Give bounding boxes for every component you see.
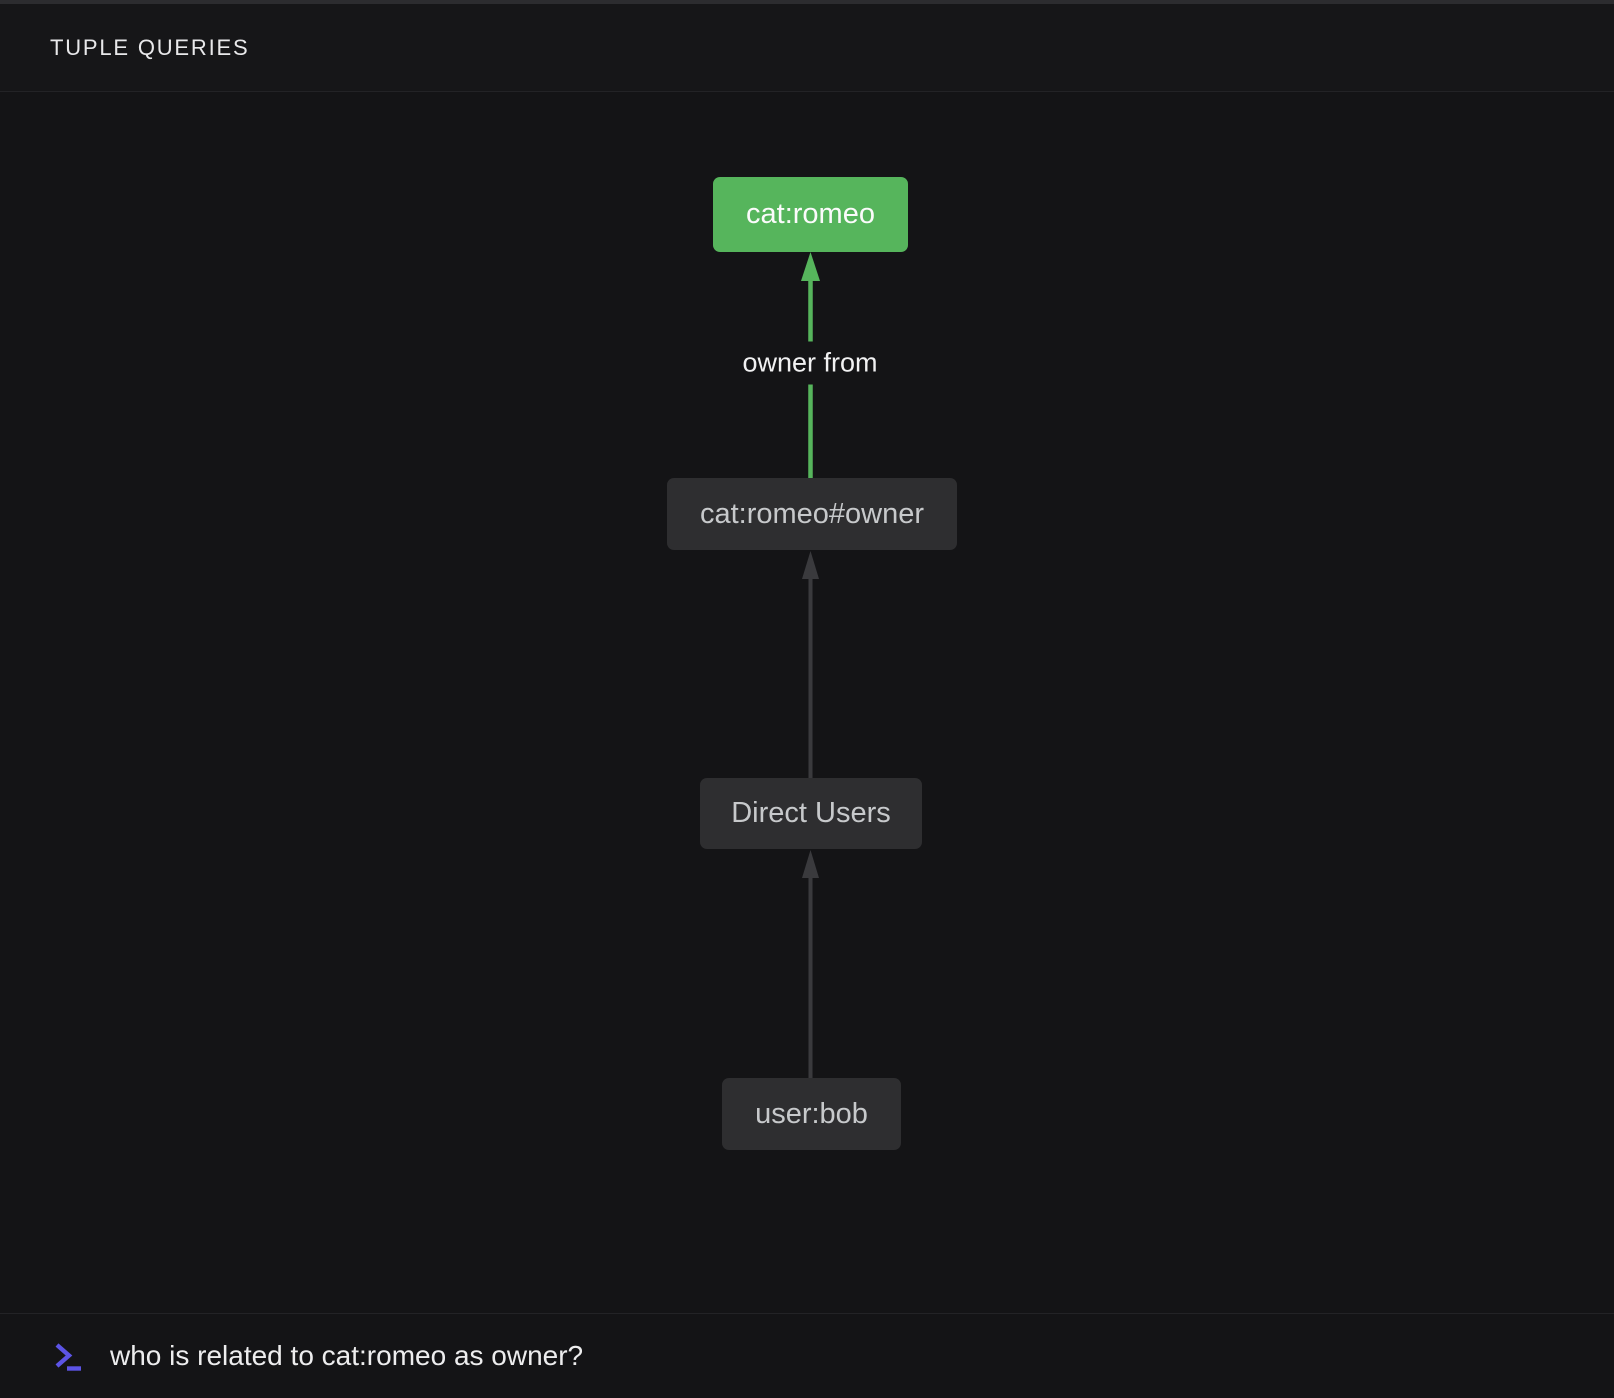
graph-node-label: cat:romeo: [746, 198, 875, 230]
panel-header: TUPLE QUERIES: [0, 0, 1614, 92]
graph-node-direct-users[interactable]: Direct Users: [700, 778, 922, 849]
query-text: who is related to cat:romeo as owner?: [110, 1340, 584, 1371]
edge-direct-users-arrowhead: [802, 551, 819, 579]
edge-owner-from-arrowhead: [801, 252, 820, 281]
terminal-prompt-icon: [55, 1343, 81, 1371]
graph-node-label: Direct Users: [731, 797, 891, 829]
graph-node-cat-romeo-owner[interactable]: cat:romeo#owner: [667, 478, 957, 550]
graph-node-label: user:bob: [755, 1097, 868, 1130]
edge-direct-users-to-owner: [802, 551, 819, 778]
graph-canvas[interactable]: cat:romeo cat:romeo#owner Direct Users u…: [0, 97, 1614, 1313]
prompt-chevron: [55, 1343, 73, 1368]
graph-node-label: cat:romeo#owner: [699, 497, 925, 530]
panel-title: TUPLE QUERIES: [50, 34, 250, 60]
edge-label-owner-from: owner from: [732, 341, 888, 385]
graph-node-user-bob[interactable]: user:bob: [722, 1078, 901, 1150]
edge-user-bob-arrowhead: [802, 850, 819, 878]
edge-user-bob-to-direct-users: [802, 850, 819, 1078]
graph-node-cat-romeo[interactable]: cat:romeo: [713, 177, 908, 252]
query-bar[interactable]: who is related to cat:romeo as owner?: [0, 1313, 1614, 1398]
